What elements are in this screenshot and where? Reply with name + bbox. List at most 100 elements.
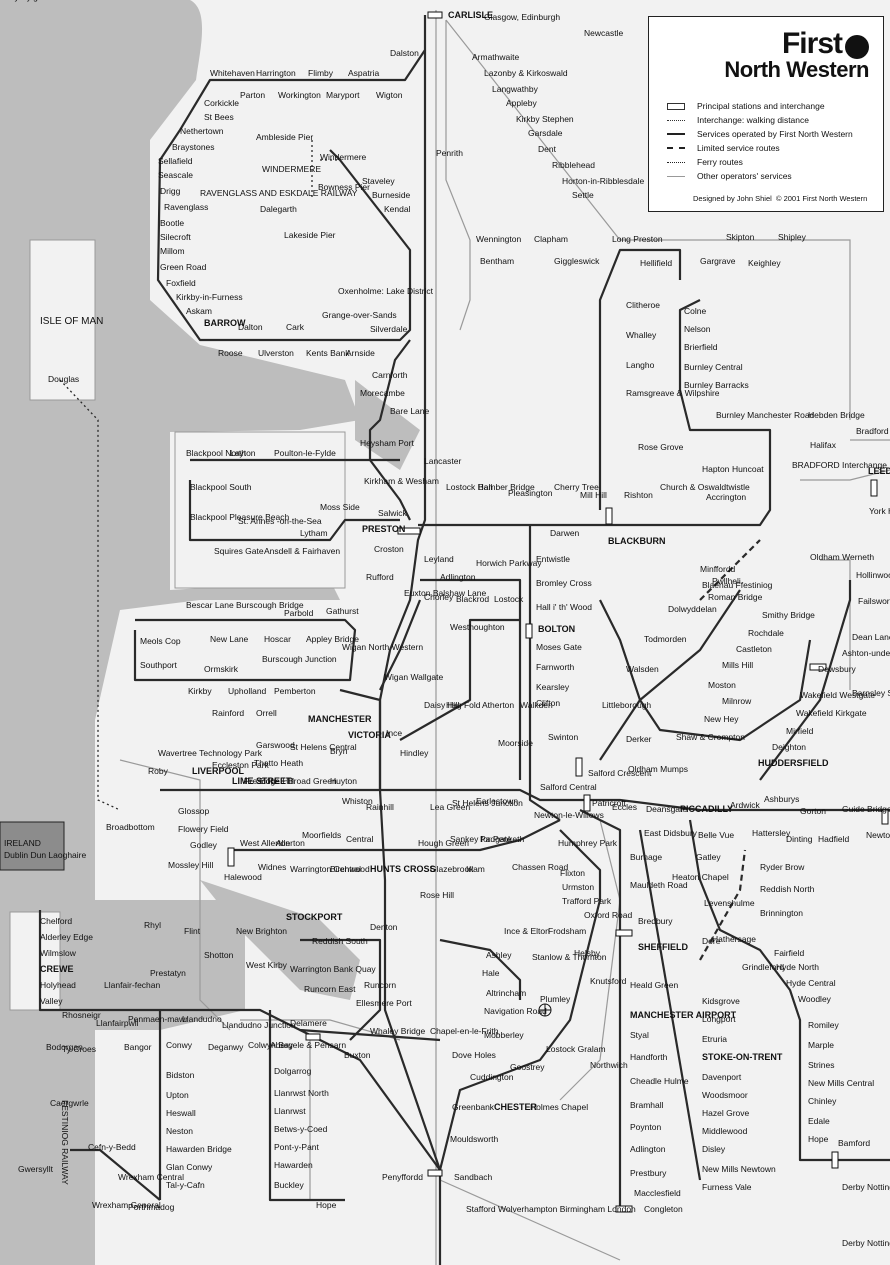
station-label: Dean Lane [852, 632, 890, 642]
station-label: Hope [316, 1200, 337, 1210]
thick-line-swatch-icon [667, 133, 685, 135]
fnw-route-line [599, 589, 741, 761]
station-label: Langwathby [492, 84, 539, 94]
station-label: Atherton [482, 700, 514, 710]
station-label: Hough Green [418, 838, 469, 848]
station-label: Rhyl [144, 920, 161, 930]
station-label: Appley Bridge [306, 634, 359, 644]
limited-route-line [699, 849, 747, 961]
station-label: Hapton [702, 464, 730, 474]
station-box-icon [397, 527, 421, 535]
region-labels: ISLE OF MAN WINDERMERE RAVENGLASS AND ES… [40, 10, 890, 1248]
station-label: Ulverston [258, 348, 294, 358]
station-label: Huyton [330, 776, 357, 786]
station-label: Burnley Manchester Road [716, 410, 815, 420]
station-label: St. Annes -on-the-Sea [238, 516, 322, 526]
station-label: Earlestown [476, 796, 518, 806]
station-label: Central [346, 834, 374, 844]
station-label: Brierfield [684, 342, 718, 352]
station-label: Llanrwst North [274, 1088, 329, 1098]
station-label: Caergwrle [50, 1098, 89, 1108]
station-label: Bamber Bridge [478, 482, 535, 492]
station-label: Wakefield Westgate [800, 690, 875, 700]
station-label: Chinley [808, 1096, 837, 1106]
other-route-line [445, 20, 471, 331]
station-label: Kidsgrove [702, 996, 740, 1006]
station-label: Runcorn [364, 980, 396, 990]
station-label: Lakeside Pier [284, 230, 336, 240]
station-label: St Helens Central [290, 742, 357, 752]
station-label: Dinting [786, 834, 813, 844]
ferry-route-line [59, 379, 121, 811]
station-label: Fairfield [774, 948, 805, 958]
station-label: Rhosneigr [62, 1010, 101, 1020]
station-label: Parton [240, 90, 265, 100]
station-label: Gorton [800, 806, 826, 816]
station-label: Appleby [506, 98, 537, 108]
station-label: Wavertree Technology Park [158, 748, 263, 758]
station-label: Deansgate [646, 804, 687, 814]
station-label: Rainford [212, 708, 244, 718]
station-label: Shotton [204, 950, 234, 960]
fnw-route-line [188, 480, 400, 542]
station-label: St Bees [204, 112, 234, 122]
station-label: Glossop [178, 806, 209, 816]
station-label: Chorley [424, 592, 454, 602]
station-label: Moston [708, 680, 736, 690]
station-label: Burnley Barracks [684, 380, 749, 390]
station-label: Croston [374, 544, 404, 554]
station-label: Dewsbury [818, 664, 857, 674]
fnw-route-line [688, 819, 890, 1162]
fnw-route-line [528, 525, 561, 821]
other-route-line [445, 19, 851, 420]
station-label: Bare Lane [390, 406, 429, 416]
fnw-route-line [156, 15, 427, 342]
station-label: Huncoat [732, 464, 764, 474]
fnw-route-line [70, 1148, 161, 1201]
station-label: Eccles [612, 802, 637, 812]
station-label: Widnes [258, 862, 286, 872]
station-label: Allerton [276, 838, 305, 848]
ireland-box: IRELAND Dublin Dun Laoghaire [0, 821, 86, 871]
station-label: Carnforth [372, 370, 408, 380]
station-label: BRADFORD Interchange [792, 460, 887, 470]
station-label: Stalybridge [0, 0, 43, 2]
station-box-icon [227, 847, 235, 867]
station-label: Burscough Junction [262, 654, 337, 664]
station-label: Holmes Chapel [530, 1102, 588, 1112]
station-label: Clifton [536, 698, 560, 708]
principal-station-boxes [227, 11, 889, 1213]
station-label: Roose [218, 348, 243, 358]
york-connection: York Hull [869, 506, 890, 516]
station-label: Lostock [494, 594, 524, 604]
station-label: Kendal [384, 204, 411, 214]
station-label: Warrington Central [290, 864, 361, 874]
other-route-line [119, 759, 231, 1031]
station-label: Salwick [378, 508, 408, 518]
station-label: Millom [160, 246, 185, 256]
station-label: Garswood [256, 740, 295, 750]
station-label: HUDDERSFIELD [758, 758, 829, 768]
station-label: Hyde Central [786, 978, 836, 988]
station-label: Hale [482, 968, 500, 978]
other-route-line [800, 469, 890, 481]
station-label: Dove Holes [452, 1050, 496, 1060]
station-label: Llandudno [182, 1014, 222, 1024]
station-label: MANCHESTER [308, 714, 372, 724]
station-label: Orrell [256, 708, 277, 718]
station-label: Bescar Lane [186, 600, 234, 610]
ireland-label: IRELAND [4, 838, 41, 848]
station-label: Dore [702, 936, 721, 946]
station-label: Parbold [284, 608, 314, 618]
dashed-line-swatch-icon [667, 147, 685, 149]
station-label: Heald Green [630, 980, 678, 990]
station-label: Hellifield [640, 258, 672, 268]
fnw-route-line [368, 339, 411, 521]
station-label: Wakefield Kirkgate [796, 708, 867, 718]
station-label: Sellafield [158, 156, 193, 166]
station-label: Cherry Tree [554, 482, 599, 492]
station-label: CHESTER [494, 1102, 538, 1112]
station-label: Hattersley [752, 828, 791, 838]
station-box-icon [427, 11, 443, 19]
